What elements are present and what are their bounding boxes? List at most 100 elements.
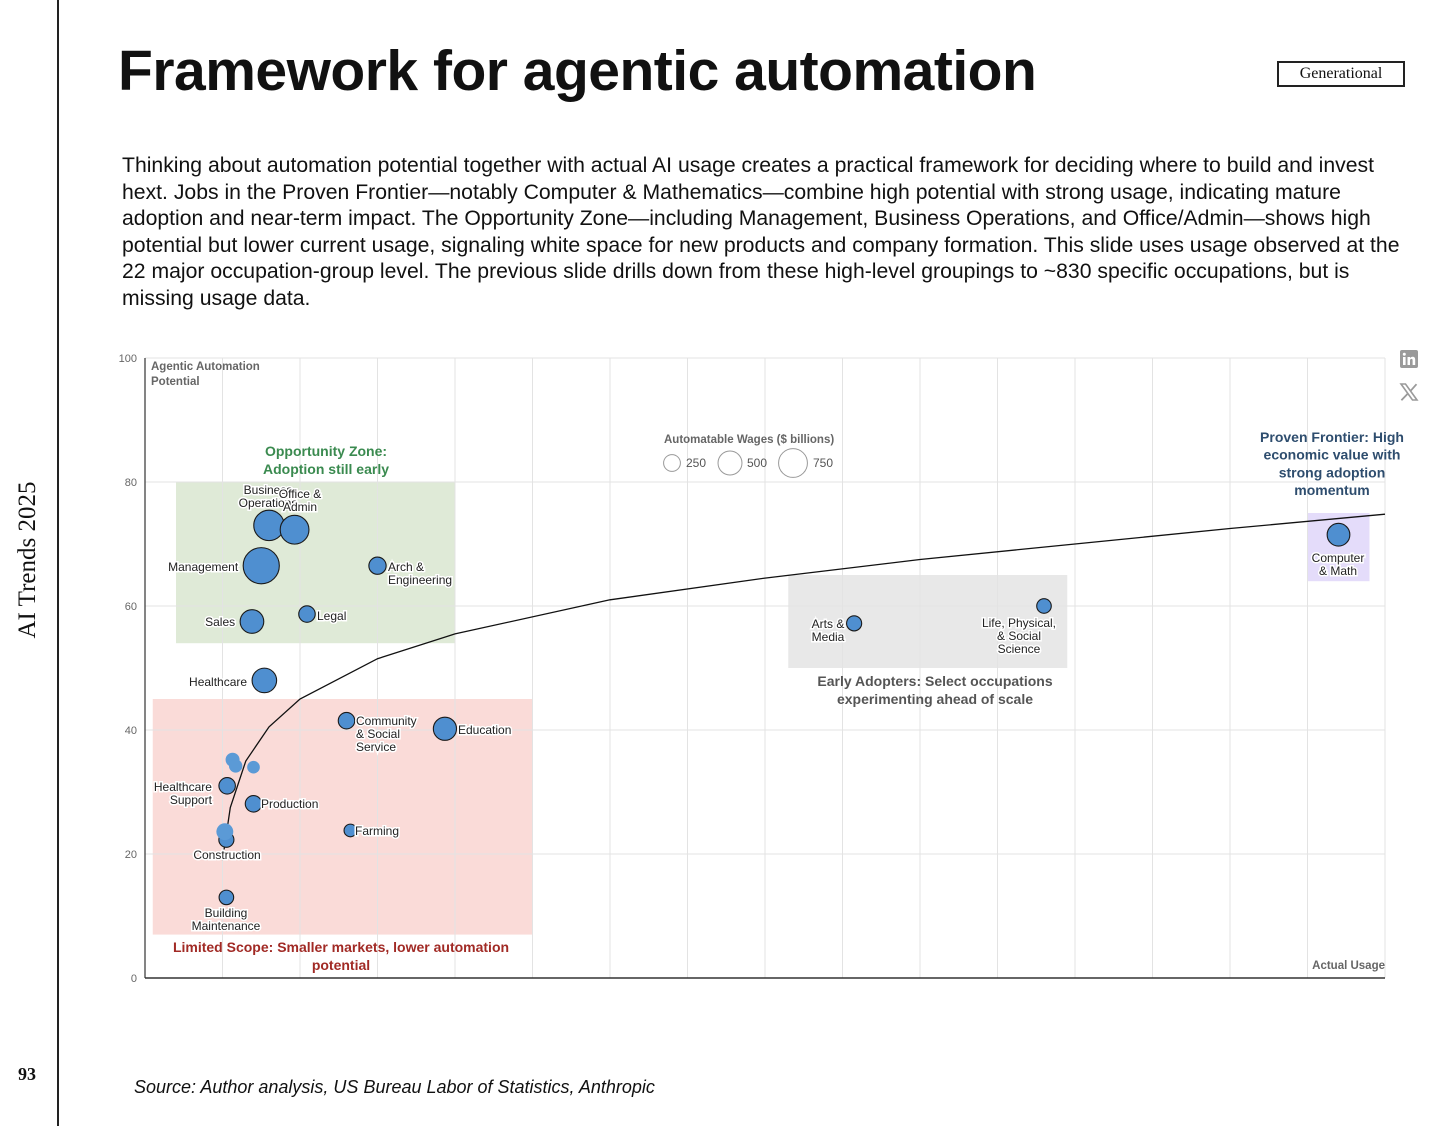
x-axis-title: Actual Usage: [1312, 960, 1385, 972]
svg-text:Management: Management: [168, 560, 239, 574]
point-label: Production: [260, 796, 320, 813]
svg-text:Healthcare: Healthcare: [189, 675, 247, 689]
data-point: [228, 759, 243, 773]
svg-text:experimenting ahead of scale: experimenting ahead of scale: [837, 691, 1033, 707]
svg-text:strong adoption: strong adoption: [1279, 464, 1386, 480]
y-tick-label: 20: [125, 849, 137, 861]
svg-text:Production: Production: [261, 797, 318, 811]
svg-text:& Math: & Math: [1319, 564, 1357, 578]
svg-text:& Social: & Social: [997, 629, 1041, 643]
svg-text:Limited Scope: Smaller markets: Limited Scope: Smaller markets, lower au…: [173, 939, 509, 955]
data-point-community-social-service: [337, 711, 356, 730]
svg-text:Adoption still early: Adoption still early: [263, 461, 389, 477]
data-point-building-maintenance: [218, 889, 235, 906]
sidebar-divider: [57, 0, 59, 1126]
point-label: Construction: [192, 847, 262, 864]
zone-label-frontier: Proven Frontier: High economic value with…: [1260, 429, 1404, 498]
svg-text:Sales: Sales: [205, 615, 235, 629]
svg-text:& Social: & Social: [356, 727, 400, 741]
page-title: Framework for agentic automation: [118, 39, 1037, 103]
y-tick-label: 40: [125, 725, 137, 737]
data-point-life-physical-social-science: [1036, 598, 1052, 614]
data-point: [216, 823, 234, 841]
svg-text:Science: Science: [998, 642, 1041, 656]
svg-text:Legal: Legal: [317, 609, 346, 623]
svg-text:Proven Frontier: High: Proven Frontier: High: [1260, 429, 1404, 445]
data-point-computer-math: [1326, 522, 1351, 547]
svg-text:Admin: Admin: [283, 500, 317, 514]
brand-badge: Generational: [1277, 61, 1405, 87]
body-paragraph: Thinking about automation potential toge…: [122, 154, 1400, 310]
data-point-healthcare: [251, 667, 278, 694]
svg-text:Office &: Office &: [279, 487, 321, 501]
data-point-farming: [343, 823, 358, 838]
svg-text:Opportunity Zone:: Opportunity Zone:: [265, 443, 387, 459]
svg-text:Building: Building: [205, 906, 248, 920]
svg-text:Computer: Computer: [1312, 551, 1365, 565]
data-point: [247, 760, 260, 774]
data-point-sales: [239, 609, 265, 634]
size-legend-circle: [717, 450, 743, 476]
point-label: Healthcare: [188, 674, 249, 691]
svg-text:Potential: Potential: [151, 376, 200, 388]
y-tick-label: 80: [125, 477, 137, 489]
size-legend-title: Automatable Wages ($ billions): [664, 434, 834, 446]
svg-text:Arch &: Arch &: [388, 560, 424, 574]
svg-text:Service: Service: [356, 740, 396, 754]
svg-text:Business: Business: [244, 483, 293, 497]
data-point-arts-media: [846, 615, 863, 632]
size-legend-circle: [663, 454, 681, 472]
point-label: Arts &Media: [810, 616, 846, 646]
point-label: Computer& Math: [1310, 550, 1366, 580]
svg-text:economic value with: economic value with: [1264, 447, 1401, 463]
data-point-legal: [298, 605, 316, 623]
svg-text:Construction: Construction: [193, 848, 260, 862]
zone-limited-scope: [152, 699, 533, 935]
data-point-education: [432, 716, 458, 741]
point-label: Farming: [354, 823, 401, 840]
svg-text:Engineering: Engineering: [388, 573, 452, 587]
data-point-production: [244, 794, 263, 813]
y-tick-label: 100: [119, 353, 137, 365]
x-icon[interactable]: [1399, 382, 1419, 402]
y-tick-label: 60: [125, 601, 137, 613]
zone-early-adopters: [788, 575, 1068, 668]
data-point-management: [242, 547, 280, 585]
point-label: Legal: [316, 608, 348, 625]
point-label: Management: [167, 559, 241, 576]
svg-text:Community: Community: [356, 714, 417, 728]
size-legend-circle: [778, 448, 808, 478]
linkedin-icon[interactable]: [1399, 349, 1419, 369]
data-point-healthcare-support: [218, 777, 236, 795]
svg-text:Operations: Operations: [239, 496, 298, 510]
size-legend-label: 250: [686, 456, 706, 470]
data-point-business-operations: [253, 509, 285, 542]
point-label: Arch &Engineering: [387, 559, 454, 589]
zone-label-early: Early Adopters: Select occupations experi…: [817, 673, 1052, 707]
svg-text:Early Adopters: Select occupat: Early Adopters: Select occupations: [817, 673, 1052, 689]
svg-text:Arts &: Arts &: [812, 617, 845, 631]
data-point-office-admin: [279, 514, 310, 545]
size-legend-label: 500: [747, 456, 767, 470]
zone-label-opportunity: Opportunity Zone: Adoption still early: [263, 443, 389, 477]
y-tick-label: 0: [131, 973, 137, 985]
svg-text:Healthcare: Healthcare: [154, 780, 212, 794]
svg-text:Support: Support: [170, 793, 213, 807]
point-label: Education: [457, 722, 513, 739]
svg-text:Life, Physical,: Life, Physical,: [982, 616, 1056, 630]
svg-text:Farming: Farming: [355, 824, 399, 838]
source-note: Source: Author analysis, US Bureau Labor…: [134, 1077, 655, 1097]
data-point-arch-engineering: [368, 556, 387, 575]
svg-text:Agentic Automation: Agentic Automation: [151, 361, 260, 373]
point-label: Office &Admin: [277, 486, 322, 516]
svg-text:Maintenance: Maintenance: [192, 919, 261, 933]
point-label: Sales: [204, 614, 237, 631]
svg-text:Education: Education: [458, 723, 511, 737]
zone-label-limited: Limited Scope: Smaller markets, lower au…: [173, 939, 509, 973]
